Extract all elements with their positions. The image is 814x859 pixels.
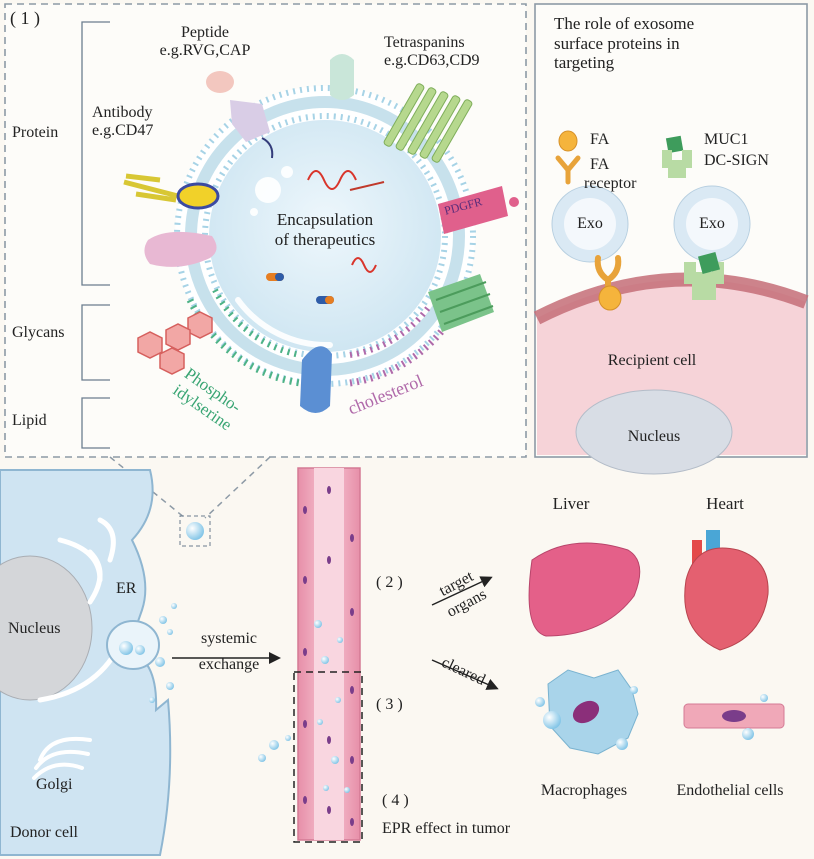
fa-receptor-line2: receptor (584, 175, 637, 193)
rna-cargo-icon (351, 257, 377, 273)
endothelial-label: Endothelial cells (676, 782, 784, 799)
tetraspanins-line2: e.g.CD63,CD9 (384, 52, 480, 70)
cleared-arrow (431, 659, 499, 690)
role-title-line1: The role of exosome (554, 14, 695, 33)
tetraspanins-label: Tetraspanins e.g.CD63,CD9 (384, 34, 480, 71)
fa-receptor-legend-label: . FA receptor (584, 136, 636, 194)
step3-label: ( 3 ) (376, 696, 403, 713)
fa-legend-icon (558, 130, 578, 152)
step2-label: ( 2 ) (376, 574, 403, 591)
fa-legend-label: FA (590, 131, 610, 148)
fa-receptor-line1: FA (590, 156, 610, 174)
exosome-bubbles (149, 603, 291, 762)
systemic-label: systemic exchange (180, 630, 278, 675)
donor-nucleus-label: Nucleus (8, 620, 61, 637)
peptide-protein-icon (206, 71, 274, 159)
dc-sign-legend-label: DC-SIGN (704, 152, 769, 169)
peptide-line1: Peptide (181, 24, 229, 41)
glycans-bracket (81, 304, 110, 381)
antibody-line1: Antibody (92, 104, 153, 121)
fa-receptor-legend-icon (555, 155, 581, 185)
role-title: The role of exosome surface proteins in … (554, 14, 694, 73)
antibody-label: Antibody e.g.CD47 (92, 104, 153, 141)
blood-vessel (297, 467, 361, 841)
tumor-region-box (293, 671, 363, 843)
peptide-line2: e.g.RVG,CAP (159, 42, 251, 60)
donor-cell-label: Donor cell (10, 824, 78, 841)
er-label: ER (116, 580, 137, 597)
dc-sign-binding-icon (684, 251, 724, 300)
liver-icon (528, 542, 641, 637)
dna-cargo-icon (349, 181, 385, 191)
liver-label: Liver (552, 494, 590, 513)
glycan-icon (137, 311, 213, 375)
lipid-bracket (81, 397, 110, 449)
tetraspanins-line1: Tetraspanins (384, 34, 465, 51)
pdgfr-protein-icon (438, 186, 519, 234)
exo-vesicle-right (673, 185, 751, 263)
encapsulation-line1: Encapsulation (276, 210, 374, 229)
recipient-cell-label: Recipient cell (607, 352, 697, 369)
recipient-nucleus-label: Nucleus (627, 428, 681, 445)
exo-right-label: Exo (699, 215, 725, 232)
role-title-line3: targeting (554, 53, 615, 73)
transporter-protein-icon (428, 274, 494, 332)
mvb-icon (106, 620, 160, 670)
fa-binding-icon (598, 285, 622, 311)
heart-label: Heart (706, 494, 744, 513)
role-title-line2: surface proteins in (554, 33, 680, 53)
glycans-label: Glycans (12, 324, 65, 341)
tetraspanin-protein-icon (330, 54, 473, 163)
small-exosome-icon (179, 515, 211, 547)
rna-cargo-icon (307, 170, 357, 190)
systemic-line1: systemic (201, 630, 257, 647)
capsule-icon (266, 273, 284, 281)
heart-icon (684, 530, 769, 651)
peptide-label: Peptide e.g.RVG,CAP (138, 24, 272, 61)
exo-vesicle-left (551, 185, 629, 263)
systemic-line2: exchange (198, 656, 260, 674)
step4-label: ( 4 ) (382, 792, 409, 809)
target-arrow (431, 576, 493, 606)
encapsulation-line2: of therapeutics (274, 229, 376, 249)
macrophage-icon (535, 669, 639, 755)
capsule-icon (316, 296, 334, 304)
endothelial-cell-icon (683, 694, 785, 740)
muc1-legend-icon (665, 135, 684, 154)
channel-protein-icon (300, 346, 332, 413)
protein-label: Protein (12, 124, 59, 141)
donor-nucleus (0, 555, 93, 701)
antibody-line2: e.g.CD47 (92, 122, 154, 140)
epr-label: EPR effect in tumor (382, 820, 511, 837)
muc1-legend-label: MUC1 (704, 131, 749, 148)
macrophages-label: Macrophages (540, 782, 628, 799)
panel1-number: ( 1 ) (10, 8, 40, 28)
antibody-protein-icon (123, 173, 220, 210)
protein-bracket (81, 21, 110, 286)
lipid-label: Lipid (12, 412, 47, 429)
membrane-protein-icon (144, 231, 217, 267)
encapsulation-label: Encapsulation of therapeutics (255, 210, 395, 249)
exo-left-label: Exo (577, 215, 603, 232)
golgi-icon (32, 737, 92, 780)
recipient-nucleus (575, 389, 733, 475)
golgi-label: Golgi (36, 776, 73, 793)
dc-sign-legend-icon (662, 150, 692, 178)
